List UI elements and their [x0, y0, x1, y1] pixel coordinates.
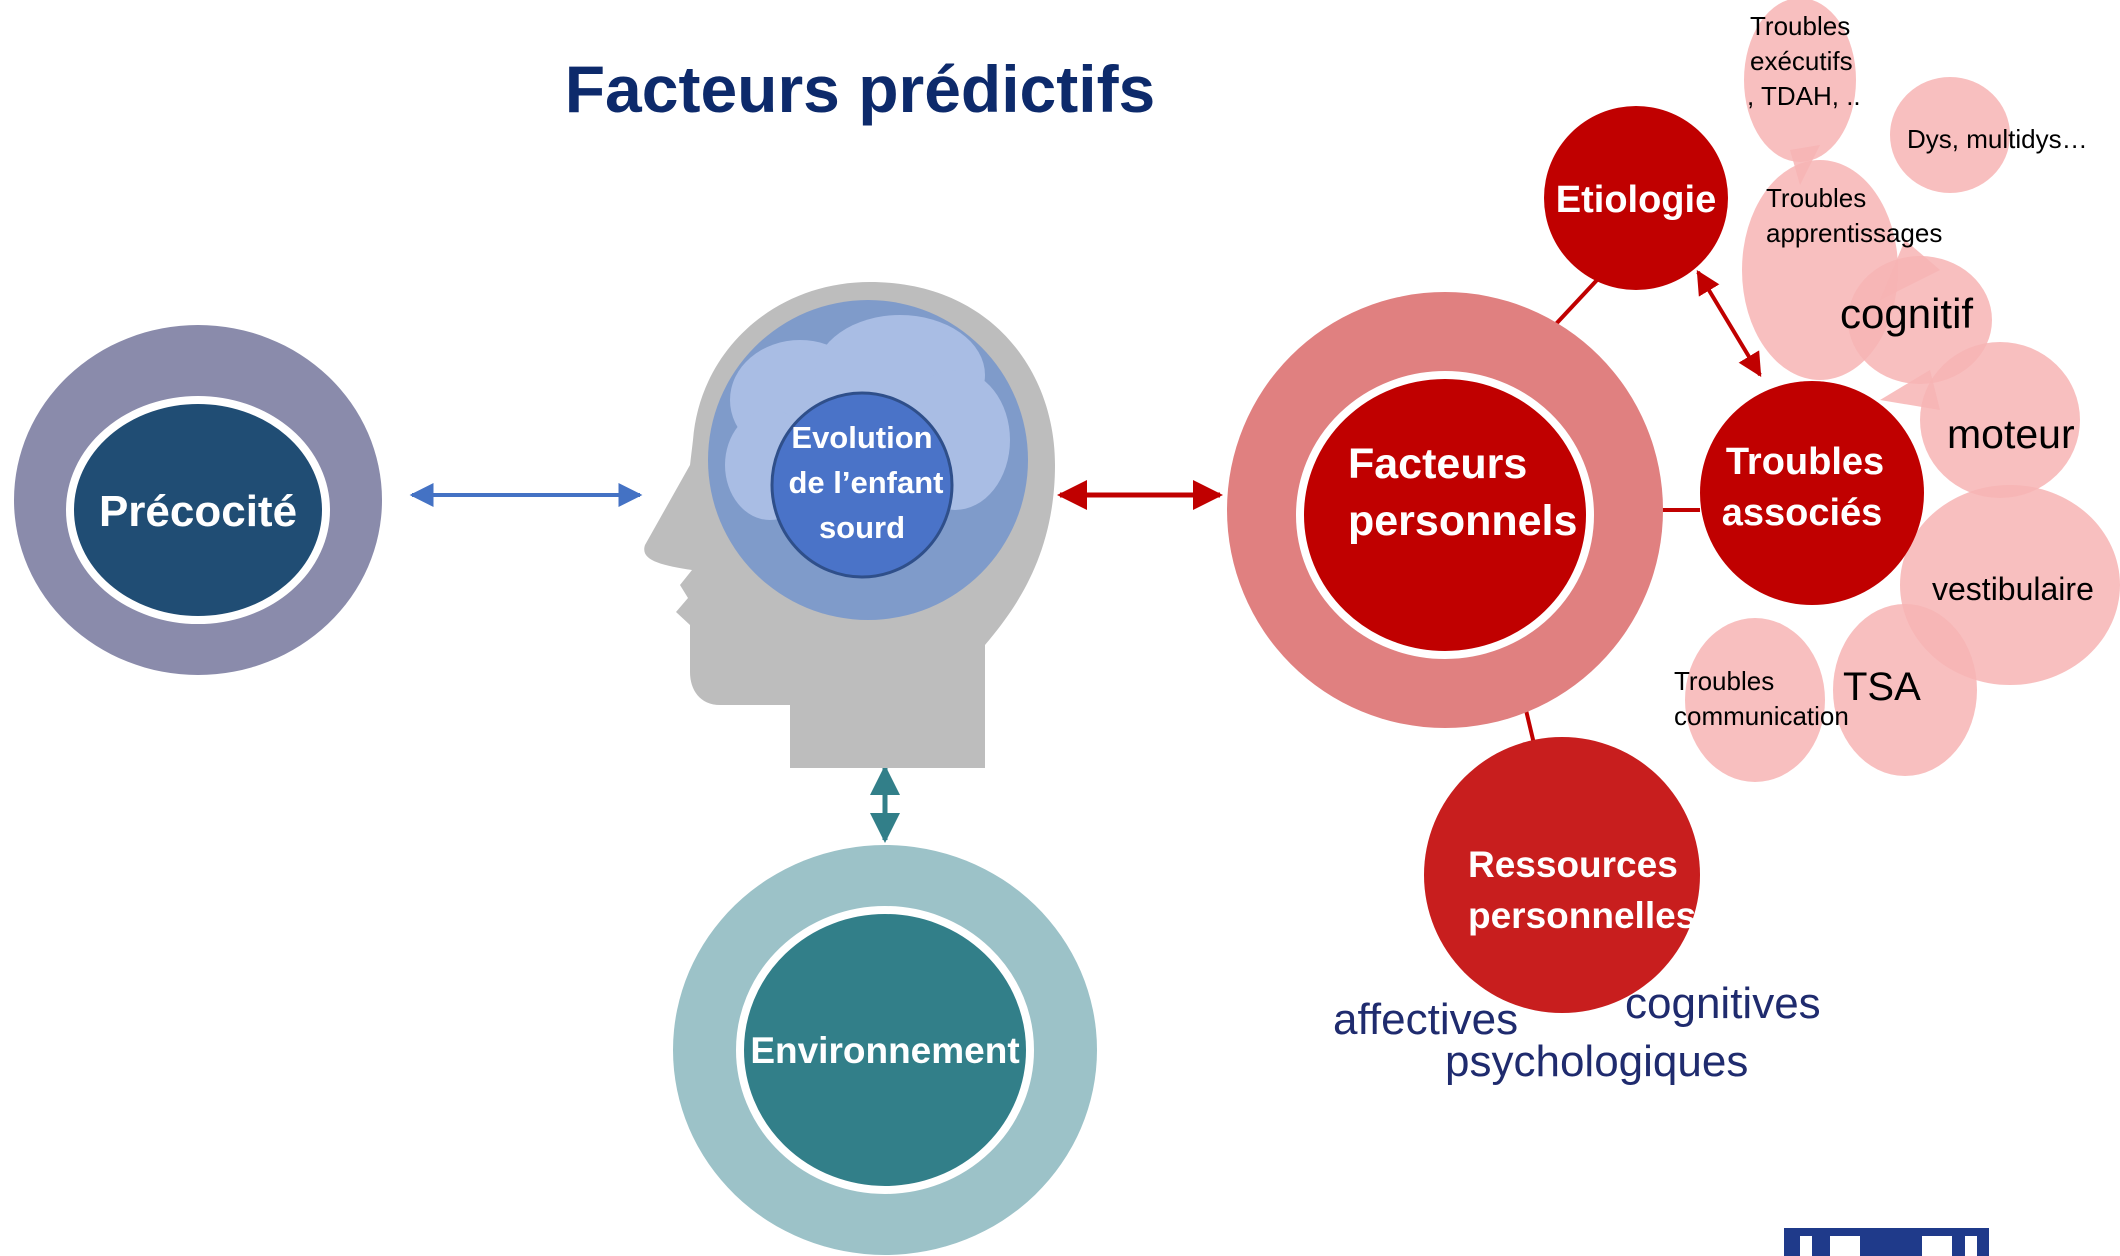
communication-line1: Troubles: [1674, 666, 1774, 696]
etiologie-node: Etiologie: [1544, 106, 1728, 290]
etiologie-circle: [1544, 106, 1728, 290]
psychologiques-label: psychologiques: [1445, 1037, 1748, 1086]
troubles-executifs-line3: , TDAH, ..: [1747, 81, 1861, 111]
ressources-label-line1: Ressources: [1468, 844, 1678, 885]
affectives-label: affectives: [1333, 995, 1518, 1044]
arrow-etiologie-troubles: [1696, 269, 1762, 378]
corner-logo: [1784, 1228, 1989, 1256]
brain-inner: [770, 391, 954, 579]
troubles-associes-node: Troubles associés: [1700, 381, 1924, 605]
facteurs-personnels-node: Facteurs personnels: [1227, 292, 1663, 728]
trouble-bubbles: [1685, 0, 2120, 782]
apprentissages-line2: apprentissages: [1766, 218, 1942, 248]
head-node: Evolution de l’enfant sourd: [644, 282, 1055, 768]
tsa-label: TSA: [1843, 665, 1921, 709]
moteur-label: moteur: [1947, 411, 2075, 457]
ressources-circle: [1424, 737, 1700, 1013]
environnement-label: Environnement: [750, 1030, 1019, 1071]
facteurs-inner-circle: [1296, 371, 1594, 659]
cognitif-label: cognitif: [1840, 290, 1973, 337]
resource-words: affectives cognitives psychologiques: [1333, 979, 1821, 1086]
environnement-node: Environnement: [673, 845, 1097, 1255]
evolution-label-line1: Evolution: [791, 420, 932, 455]
vestibulaire-label: vestibulaire: [1932, 571, 2094, 607]
dys-label: Dys, multidys…: [1907, 124, 2088, 154]
precocite-label: Précocité: [99, 487, 297, 536]
bubble-tsa: [1833, 604, 1977, 776]
precocite-node: Précocité: [14, 325, 382, 675]
precocite-inner-circle: [66, 396, 330, 624]
etiologie-label: Etiologie: [1556, 179, 1716, 221]
communication-line2: communication: [1674, 701, 1849, 731]
facteurs-label-line2: personnels: [1348, 497, 1577, 545]
cognitives-label: cognitives: [1625, 979, 1821, 1028]
bubble-tail: [1880, 370, 1940, 410]
ressources-personnelles-node: Ressources personnelles: [1424, 737, 1700, 1013]
facteurs-label-line1: Facteurs: [1348, 440, 1527, 488]
bubble-labels: Troubles exécutifs , TDAH, .. Dys, multi…: [1674, 11, 2094, 731]
bubble-troubles-executifs: [1744, 0, 1856, 162]
evolution-label-line2: de l’enfant: [788, 465, 943, 500]
environnement-inner-circle: [736, 906, 1034, 1194]
troubles-executifs-line2: exécutifs: [1750, 46, 1853, 76]
evolution-label-line3: sourd: [819, 510, 905, 545]
bubble-tail: [1790, 145, 1820, 185]
connector-etiologie: [1553, 278, 1599, 327]
troubles-associes-line1: Troubles: [1726, 441, 1884, 483]
bubble-dys: [1890, 77, 2010, 193]
bubble-cognitif: [1848, 256, 1992, 384]
troubles-associes-line2: associés: [1722, 492, 1883, 534]
bubble-moteur: [1920, 342, 2080, 498]
page-title: Facteurs prédictifs: [565, 52, 1156, 126]
apprentissages-line1: Troubles: [1766, 183, 1866, 213]
troubles-associes-circle: [1700, 381, 1924, 605]
bubble-communication: [1685, 618, 1825, 782]
ressources-label-line2: personnelles: [1468, 895, 1696, 936]
bubble-tail: [1880, 240, 1940, 300]
troubles-executifs-line1: Troubles: [1750, 11, 1850, 41]
